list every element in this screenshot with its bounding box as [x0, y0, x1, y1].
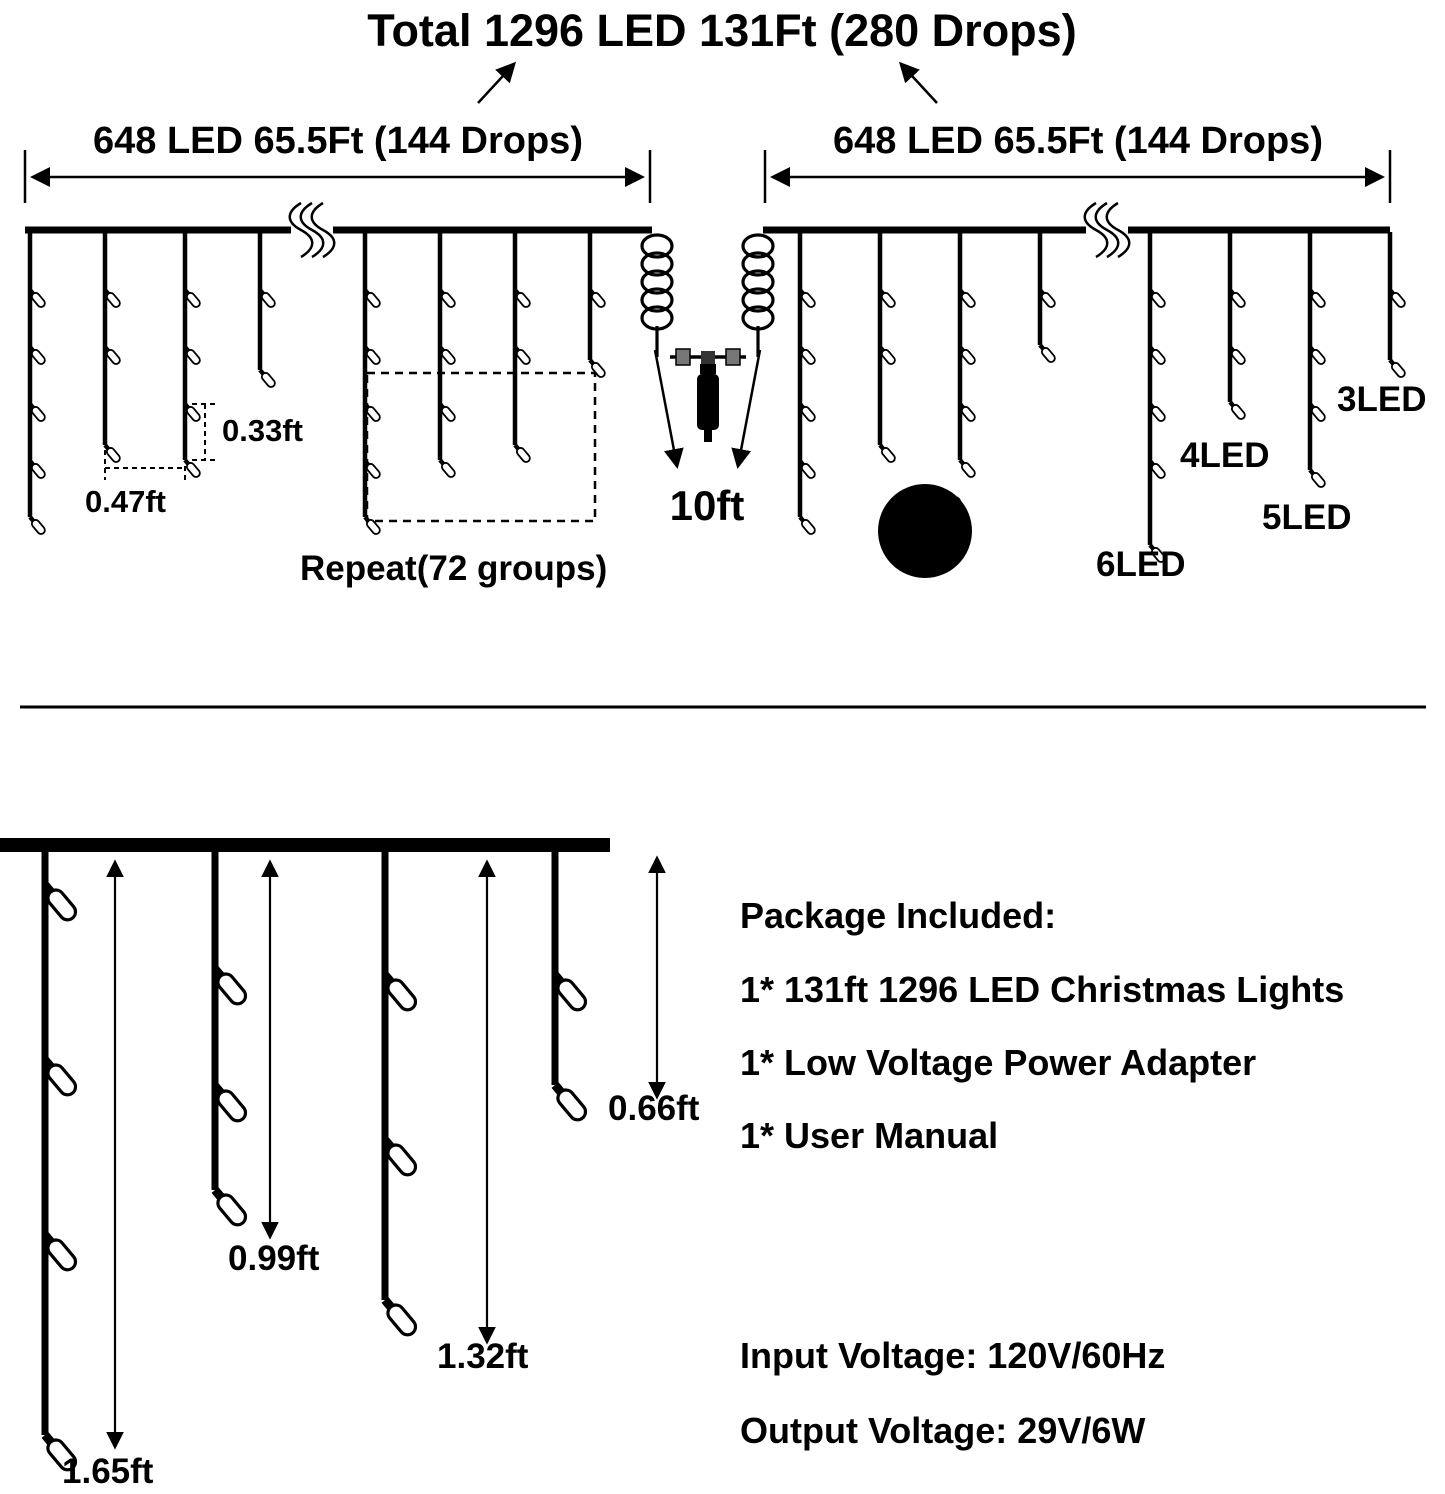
detail-dimension-arrows	[106, 855, 666, 1450]
light-drop	[512, 232, 533, 465]
input-voltage-text: Input Voltage: 120V/60Hz	[740, 1335, 1165, 1376]
led-bulb-icon	[1037, 342, 1058, 365]
light-drop-detail	[379, 846, 421, 1340]
drop-length-label-165: 1.65ft	[62, 1452, 154, 1491]
led-bulb-icon	[512, 442, 533, 465]
left-section-label: 648 LED 65.5Ft (144 Drops)	[93, 120, 583, 162]
light-drop	[1037, 232, 1058, 365]
light-drop	[437, 232, 458, 480]
title-pointer-left	[477, 61, 517, 104]
repeat-group-label: Repeat(72 groups)	[300, 549, 607, 588]
led-bulb-icon	[877, 442, 898, 465]
led-spacing-label: 0.33ft	[222, 413, 303, 448]
span-dimension-right	[763, 150, 1392, 203]
package-item-adapter: 1* Low Voltage Power Adapter	[740, 1042, 1256, 1083]
light-drop	[1307, 232, 1328, 490]
led-spacing-dimension	[192, 403, 216, 461]
drop-spacing-label: 0.47ft	[85, 484, 166, 519]
light-drop	[957, 232, 978, 480]
drop-type-label-3led: 3LED	[1337, 380, 1426, 419]
light-drop	[1147, 232, 1168, 565]
wire-break-mark-left	[288, 201, 336, 259]
light-drop-detail	[209, 846, 251, 1230]
ul-logo-registered-mark: ®	[949, 493, 962, 512]
light-drop	[797, 232, 818, 537]
span-dimension-left	[23, 150, 652, 203]
led-bulb-icon	[27, 514, 48, 537]
light-drop-detail	[549, 846, 591, 1125]
detail-main-wire	[0, 838, 610, 852]
led-bulb-icon	[437, 457, 458, 480]
light-drop	[587, 232, 608, 380]
package-item-manual: 1* User Manual	[740, 1115, 998, 1156]
wire-break-mark-right	[1083, 201, 1131, 259]
light-drop	[1227, 232, 1248, 422]
drop-spacing-dimension	[104, 450, 186, 480]
led-bulb-icon	[797, 514, 818, 537]
light-drop	[877, 232, 898, 465]
icicle-drops-detail	[39, 846, 591, 1475]
led-bulb-icon	[549, 1080, 591, 1125]
lead-wire-pointer-right	[731, 349, 762, 469]
coiled-lead-wire-left	[640, 233, 674, 357]
led-bulb-icon	[1227, 399, 1248, 422]
drop-type-label-5led: 5LED	[1262, 498, 1351, 537]
light-drop	[102, 232, 123, 465]
diagram-title: Total 1296 LED 131Ft (280 Drops)	[367, 5, 1076, 56]
led-bulb-icon	[257, 367, 278, 390]
light-drop	[1387, 232, 1408, 380]
drop-length-label-132: 1.32ft	[437, 1337, 529, 1376]
coiled-lead-wire-right	[741, 233, 775, 357]
led-bulb-icon	[209, 1185, 251, 1230]
repeat-group-outline	[365, 371, 597, 523]
package-heading: Package Included:	[740, 895, 1056, 936]
light-drop	[257, 232, 278, 390]
drop-type-label-4led: 4LED	[1180, 436, 1269, 475]
led-bulb-icon	[1387, 357, 1408, 380]
package-item-lights: 1* 131ft 1296 LED Christmas Lights	[740, 969, 1344, 1010]
led-bulb-icon	[957, 457, 978, 480]
drop-type-label-6led: 6LED	[1096, 545, 1185, 584]
title-pointer-right	[898, 61, 938, 104]
light-drop-detail	[39, 846, 81, 1475]
led-bulb-icon	[182, 457, 203, 480]
right-section-label: 648 LED 65.5Ft (144 Drops)	[833, 120, 1323, 162]
led-bulb-icon	[587, 357, 608, 380]
light-drop	[182, 232, 203, 480]
led-bulb-icon	[379, 1295, 421, 1340]
light-drop	[27, 232, 48, 537]
led-bulb-icon	[1307, 467, 1328, 490]
output-voltage-text: Output Voltage: 29V/6W	[740, 1410, 1145, 1451]
drop-length-label-099: 0.99ft	[228, 1239, 320, 1278]
light-drop	[362, 232, 383, 537]
ul-logo-text: UL	[890, 505, 951, 557]
lead-wire-pointer-left	[653, 349, 684, 469]
ul-certification-logo: UL ®	[878, 484, 972, 578]
lead-wire-length-label: 10ft	[670, 482, 745, 529]
icicle-drops-top	[27, 232, 1408, 565]
drop-length-label-066: 0.66ft	[608, 1089, 700, 1128]
led-bulb-icon	[102, 442, 123, 465]
power-adapter	[670, 348, 746, 442]
